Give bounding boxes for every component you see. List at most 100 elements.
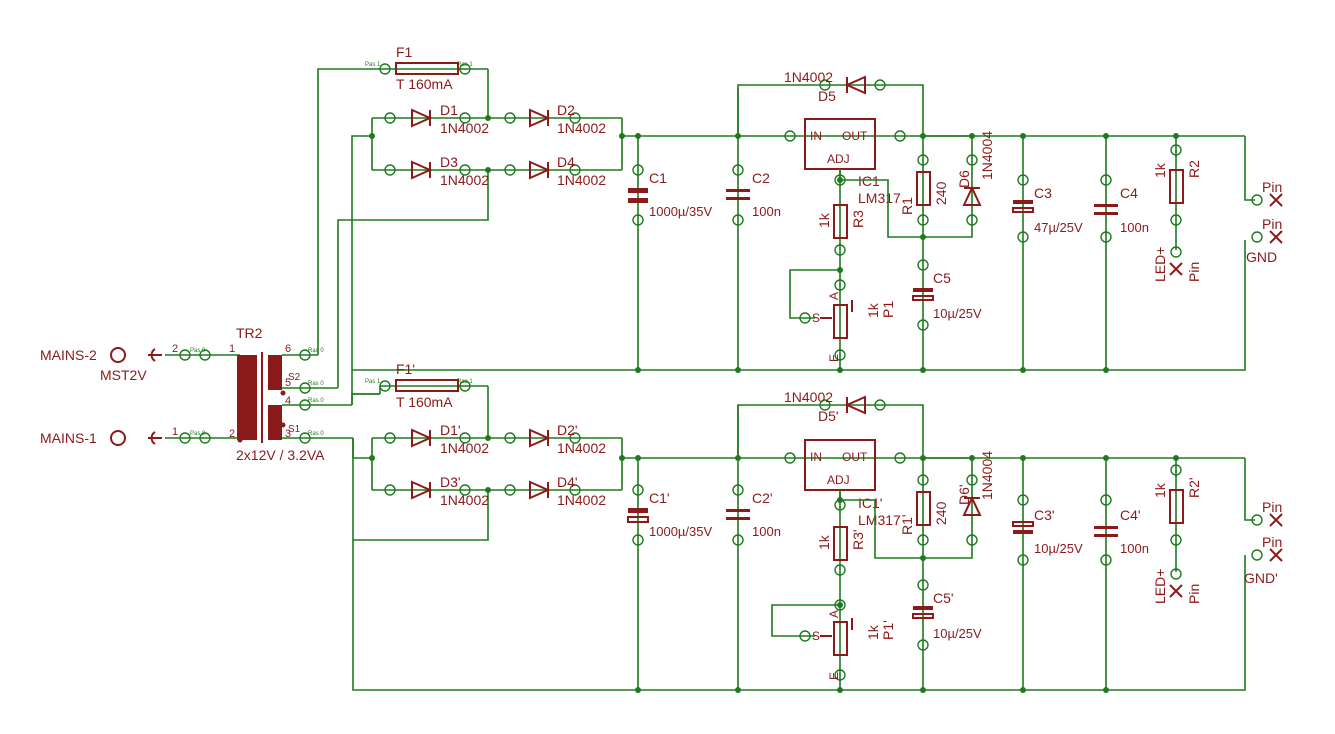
svg-text:Pin: Pin <box>1262 499 1282 515</box>
svg-text:100n: 100n <box>1120 541 1149 556</box>
svg-text:1N4002: 1N4002 <box>557 440 606 456</box>
svg-text:C4': C4' <box>1120 507 1141 523</box>
svg-text:D5': D5' <box>818 408 839 424</box>
svg-text:240: 240 <box>933 501 949 525</box>
svg-text:LM317: LM317 <box>858 512 901 528</box>
svg-text:Pas 1: Pas 1 <box>365 379 381 385</box>
svg-text:1: 1 <box>172 426 178 438</box>
capacitor-c4-prime: C4' 100n <box>1094 455 1149 693</box>
svg-text:1N4002: 1N4002 <box>557 492 606 508</box>
svg-text:1: 1 <box>229 343 235 355</box>
svg-text:C1': C1' <box>649 490 670 506</box>
svg-text:Pin: Pin <box>1186 262 1202 282</box>
mains-2-plug-icon <box>148 348 162 362</box>
svg-text:1N4002: 1N4002 <box>557 120 606 136</box>
svg-text:1N4004: 1N4004 <box>979 131 995 180</box>
svg-text:LM317: LM317 <box>858 190 901 206</box>
svg-text:Ras 0: Ras 0 <box>308 398 324 404</box>
capacitor-c3-prime: C3' 10µ/25V <box>1012 455 1083 693</box>
svg-text:47µ/25V: 47µ/25V <box>1034 220 1083 235</box>
svg-text:10µ/25V: 10µ/25V <box>933 626 982 641</box>
svg-text:2: 2 <box>229 428 235 440</box>
svg-text:6: 6 <box>285 343 291 355</box>
potentiometer-p1: S A E 1k P1 <box>789 269 896 373</box>
svg-text:ADJ: ADJ <box>827 473 850 487</box>
gnd-label: GND <box>1246 249 1277 265</box>
svg-text:1k: 1k <box>865 624 881 640</box>
svg-text:D5: D5 <box>818 88 836 104</box>
svg-text:1N4002: 1N4002 <box>440 440 489 456</box>
svg-text:IN: IN <box>810 129 822 143</box>
transformer-rating: 2x12V / 3.2VA <box>236 447 325 463</box>
svg-text:5: 5 <box>285 377 291 389</box>
capacitor-c2: C2 100n <box>726 88 781 373</box>
svg-text:ADJ: ADJ <box>827 152 850 166</box>
svg-text:IC1: IC1 <box>858 173 880 189</box>
svg-text:D3': D3' <box>440 474 461 490</box>
potentiometer-p1-prime: S A E 1k P1' <box>771 599 896 693</box>
capacitor-c5-prime: C5' 10µ/25V <box>912 579 982 651</box>
svg-text:R1': R1' <box>899 514 915 535</box>
svg-text:E: E <box>827 354 841 362</box>
svg-text:OUT: OUT <box>842 129 868 143</box>
transformer-s1-label: S1 <box>288 424 301 435</box>
svg-text:R2': R2' <box>1186 477 1202 498</box>
svg-text:1N4002: 1N4002 <box>784 69 833 85</box>
output-terminals: Pin Pin GND <box>1244 136 1283 265</box>
svg-text:LED+: LED+ <box>1152 569 1168 604</box>
svg-text:R2: R2 <box>1186 160 1202 178</box>
svg-text:C4: C4 <box>1120 185 1138 201</box>
svg-text:100n: 100n <box>752 204 781 219</box>
svg-text:D2': D2' <box>557 422 578 438</box>
svg-text:E: E <box>827 672 841 680</box>
resistor-r2: 1k R2 LED+ Pin <box>1152 133 1202 282</box>
svg-text:A: A <box>827 292 841 300</box>
svg-text:IC1': IC1' <box>858 495 882 511</box>
diode-d6: D6 1N4004 <box>923 131 995 238</box>
diode-d2: D2 1N4002 <box>504 102 606 136</box>
resistor-r2-prime: 1k R2' LED+ Pin <box>1152 455 1202 604</box>
bottom-regulator-section: Pas 1 Ras 1 F1' T 160mA D1' 1N4002 D2' 1… <box>352 361 1283 693</box>
svg-text:100n: 100n <box>752 524 781 539</box>
capacitor-c5: C5 10µ/25V <box>912 259 982 331</box>
svg-text:C5': C5' <box>933 590 954 606</box>
svg-text:D4: D4 <box>557 154 575 170</box>
svg-text:D6: D6 <box>956 170 972 188</box>
transformer-s2-label: S2 <box>288 372 301 383</box>
svg-text:10µ/25V: 10µ/25V <box>933 306 982 321</box>
svg-text:1N4002: 1N4002 <box>784 389 833 405</box>
svg-text:C3': C3' <box>1034 507 1055 523</box>
mains-1-plug-icon <box>148 431 162 445</box>
fuse-f1-value: T 160mA <box>396 76 453 92</box>
svg-text:3: 3 <box>285 428 291 440</box>
svg-text:P1: P1 <box>880 301 896 318</box>
svg-text:Ras 1: Ras 1 <box>457 62 473 68</box>
svg-text:1N4002: 1N4002 <box>557 172 606 188</box>
svg-text:1000µ/35V: 1000µ/35V <box>649 204 712 219</box>
svg-text:1N4002: 1N4002 <box>440 120 489 136</box>
svg-text:Pas 1: Pas 1 <box>365 62 381 68</box>
svg-text:D1: D1 <box>440 102 458 118</box>
svg-text:Pin: Pin <box>1262 179 1282 195</box>
mains-2-label: MAINS-2 <box>40 347 97 363</box>
svg-text:240: 240 <box>933 181 949 205</box>
svg-text:D6': D6' <box>956 484 972 505</box>
svg-text:1N4002: 1N4002 <box>440 492 489 508</box>
svg-text:1k: 1k <box>816 534 832 550</box>
svg-text:10µ/25V: 10µ/25V <box>1034 541 1083 556</box>
svg-text:OUT: OUT <box>842 450 868 464</box>
svg-text:2: 2 <box>172 343 178 355</box>
svg-text:100n: 100n <box>1120 220 1149 235</box>
svg-text:1N4004: 1N4004 <box>979 451 995 500</box>
diode-d3: D3 1N4002 <box>384 154 489 188</box>
svg-text:LED+: LED+ <box>1152 247 1168 282</box>
pad-label: Pas 0 <box>190 348 206 354</box>
capacitor-c1: C1 1000µ/35V <box>628 133 712 373</box>
connector-label: MST2V <box>100 367 147 383</box>
resistor-r3: 1k R3 <box>816 169 866 370</box>
svg-text:A: A <box>827 610 841 618</box>
svg-text:Pin: Pin <box>1262 216 1282 232</box>
mains-1-label: MAINS-1 <box>40 430 97 446</box>
top-regulator-section: Pas 1 Ras 1 F1 T 160mA D1 1N4002 D2 1N40… <box>351 44 1283 405</box>
